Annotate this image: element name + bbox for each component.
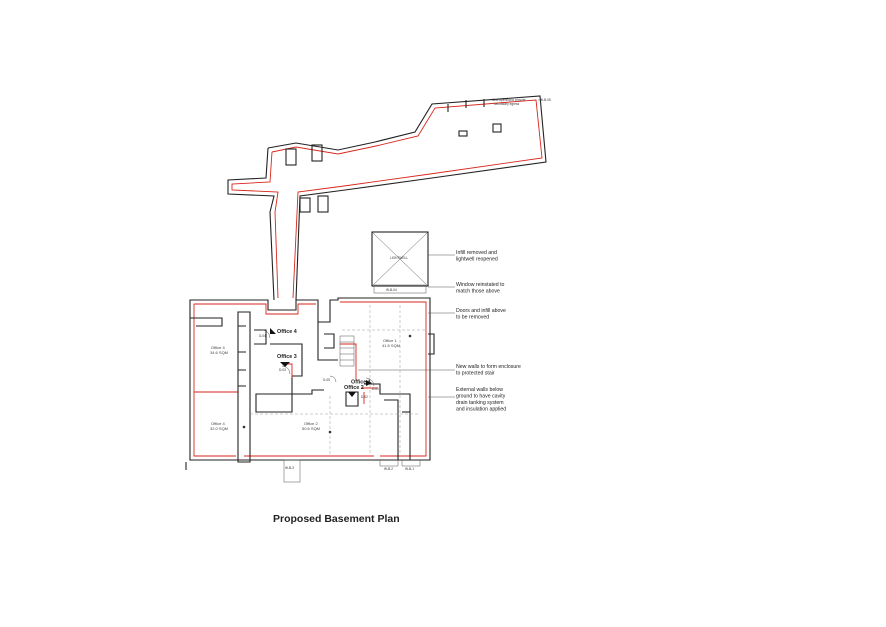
office-3-label: Office 3 — [277, 354, 297, 360]
door-tag-d02: D-02 — [361, 395, 368, 399]
note-infill-2: lightwell reopened — [456, 257, 498, 263]
office-4-arrow-icon — [270, 328, 276, 334]
note-walls-2: to protected stair — [456, 371, 495, 377]
note-vault-1: New opening to provide — [492, 98, 526, 102]
note-external-4: and insulation applied — [456, 407, 506, 413]
room-left-bottom-name: Office 4 — [211, 421, 225, 426]
note-external-1: External walls below — [456, 387, 503, 393]
door-tag-d03: D-03 — [279, 368, 286, 372]
lightwell — [371, 231, 429, 294]
lightwell-tag: LIGHTWELL — [390, 256, 408, 260]
office-4-label: Office 4 — [277, 329, 297, 335]
room-left-bottom-area: 32.0 SQM — [210, 426, 228, 431]
room-left-top-name: Office 4 — [211, 345, 225, 350]
window-tag-b2: W-B-2 — [384, 467, 393, 471]
door-tag-d04: D-04 — [259, 334, 266, 338]
note-walls-1: New walls to form enclosure — [456, 364, 521, 370]
office-2-label: Office 2 — [344, 385, 364, 391]
room-labels: Office 1 41.5 SQM Office 4 34.6 SQM Offi… — [210, 338, 400, 431]
office-2-arrow-icon — [348, 392, 356, 397]
office-markers — [270, 328, 372, 397]
office-3-arrow-icon — [280, 362, 290, 367]
window-tag-top: W-B-05 — [540, 98, 551, 102]
vault-corridor — [227, 95, 547, 301]
note-external-3: drain tanking system — [456, 400, 504, 406]
note-vault-2: secondary egress — [494, 102, 520, 106]
window-tag-b3: W-B-3 — [285, 466, 294, 470]
basement-walls — [185, 297, 435, 483]
note-doors-1: Doors and infill above — [456, 308, 506, 314]
note-window-1: Window reinstated to — [456, 282, 505, 288]
note-doors-2: to be removed — [456, 315, 489, 321]
drawing-title: Proposed Basement Plan — [273, 513, 400, 525]
note-external-2: ground to have cavity — [456, 394, 506, 400]
office-labels: Office 4 Office 3 Office 1 Office 2 — [277, 329, 371, 391]
note-window-2: match those above — [456, 289, 500, 295]
room-center-name: Office 2 — [304, 421, 318, 426]
window-tag-b1: W-B-1 — [405, 467, 414, 471]
annotation-labels: Infill removed and lightwell reopened Wi… — [456, 98, 526, 413]
window-tag-lightwell: W-B-04 — [386, 288, 397, 292]
room-left-top-area: 34.6 SQM — [210, 350, 228, 355]
annotation-leaders — [358, 99, 542, 398]
room-right-name: Office 1 — [383, 338, 397, 343]
door-tag-d01: D-01 — [372, 387, 379, 391]
room-right-area: 41.5 SQM — [382, 343, 400, 348]
door-tag-d05: D-05 — [323, 378, 330, 382]
room-center-area: 50.6 SQM — [302, 426, 320, 431]
tag-labels: LIGHTWELL D-04 D-03 D-01 D-02 D-05 W-B-0… — [259, 98, 551, 471]
office-1-label: Office 1 — [351, 380, 371, 386]
note-infill-1: Infill removed and — [456, 250, 497, 256]
office-1-arrow-icon — [366, 380, 372, 386]
